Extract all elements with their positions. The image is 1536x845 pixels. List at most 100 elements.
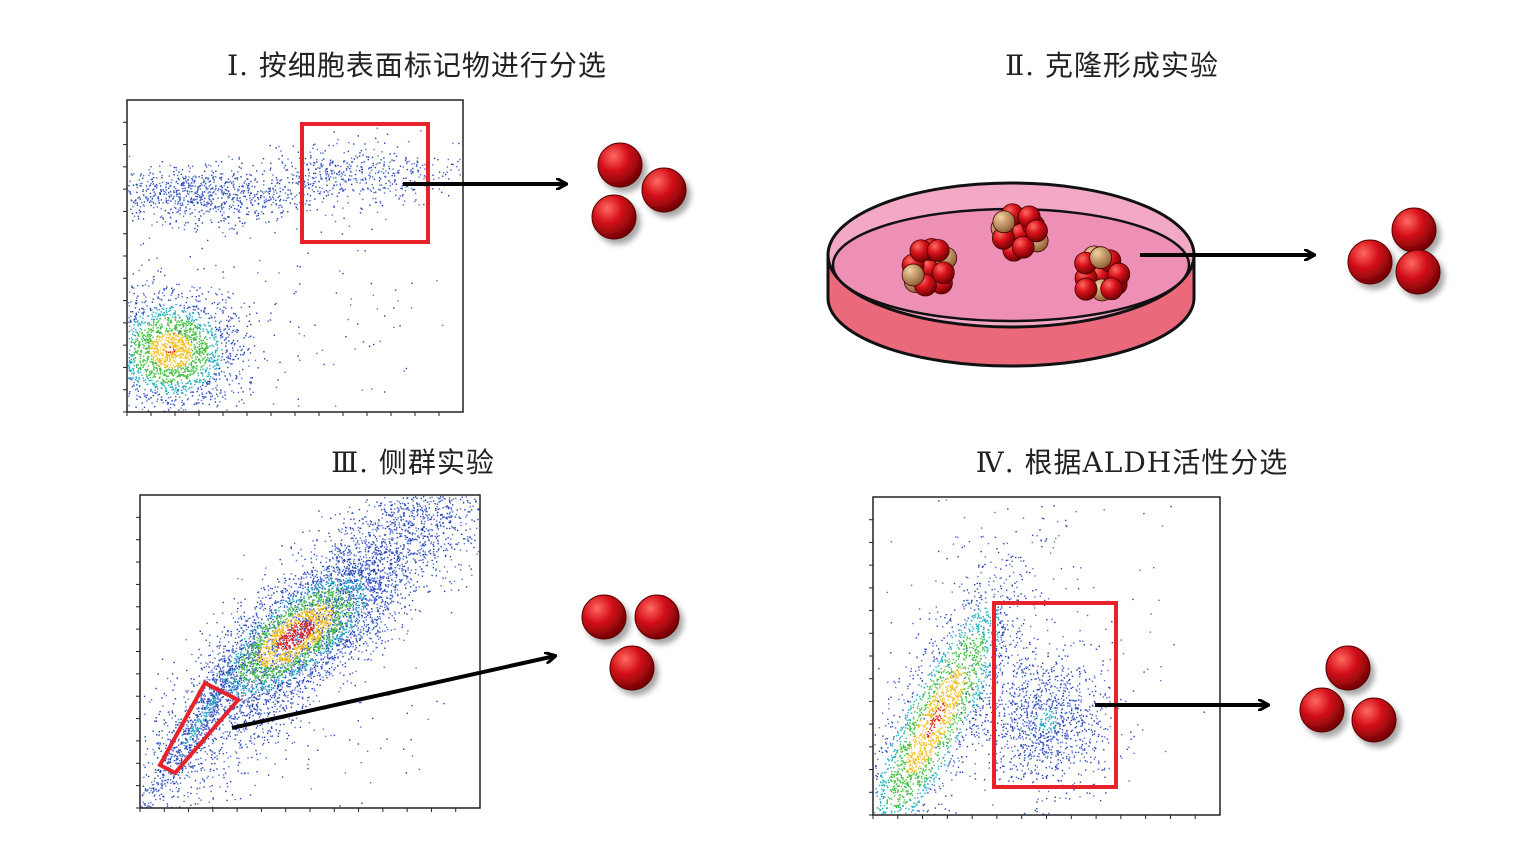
data-point bbox=[180, 184, 183, 187]
data-point bbox=[160, 363, 162, 366]
data-point bbox=[242, 360, 244, 363]
data-point bbox=[177, 374, 180, 377]
data-point bbox=[156, 398, 159, 400]
data-point bbox=[157, 313, 159, 315]
data-point bbox=[208, 191, 210, 193]
data-point bbox=[410, 170, 412, 173]
data-point bbox=[374, 577, 376, 579]
data-point bbox=[226, 189, 228, 191]
data-point bbox=[259, 259, 261, 262]
data-point bbox=[309, 162, 311, 164]
data-point bbox=[304, 186, 306, 188]
data-point bbox=[135, 314, 138, 316]
data-point bbox=[134, 348, 136, 350]
data-point bbox=[141, 335, 144, 337]
data-point bbox=[374, 618, 376, 621]
data-point bbox=[372, 596, 374, 598]
data-point bbox=[133, 352, 135, 354]
data-point bbox=[362, 154, 364, 156]
data-point bbox=[212, 198, 214, 200]
data-point bbox=[267, 641, 269, 643]
data-point bbox=[213, 373, 216, 375]
data-point bbox=[234, 738, 236, 740]
data-point bbox=[177, 363, 179, 365]
data-point bbox=[136, 388, 138, 390]
data-point bbox=[194, 209, 196, 211]
data-point bbox=[373, 178, 376, 181]
data-point bbox=[171, 337, 173, 339]
data-point bbox=[452, 142, 454, 145]
data-point bbox=[411, 515, 413, 517]
data-point bbox=[187, 186, 190, 189]
data-point bbox=[402, 497, 404, 499]
data-point bbox=[155, 323, 158, 325]
data-point bbox=[140, 351, 142, 353]
data-point bbox=[156, 197, 159, 199]
data-point bbox=[199, 380, 201, 382]
data-point bbox=[214, 355, 216, 357]
data-point bbox=[394, 589, 396, 591]
data-point bbox=[269, 187, 271, 189]
data-point bbox=[314, 544, 316, 546]
data-point bbox=[235, 374, 237, 377]
data-point bbox=[149, 184, 152, 186]
data-point bbox=[159, 331, 161, 333]
data-point bbox=[175, 399, 177, 401]
data-point bbox=[198, 350, 200, 352]
data-point bbox=[156, 357, 158, 359]
data-point bbox=[320, 152, 322, 154]
data-point bbox=[240, 206, 242, 208]
data-point bbox=[150, 390, 152, 392]
data-point bbox=[236, 196, 238, 199]
red-cell-icon bbox=[1391, 207, 1437, 253]
data-point bbox=[372, 591, 374, 594]
data-point bbox=[181, 353, 184, 355]
data-point bbox=[209, 368, 211, 370]
data-point bbox=[144, 395, 147, 397]
data-point bbox=[257, 191, 259, 193]
data-point bbox=[146, 357, 148, 359]
data-point bbox=[411, 512, 414, 514]
data-point bbox=[316, 643, 318, 645]
data-point bbox=[206, 347, 208, 349]
data-point bbox=[181, 296, 183, 298]
data-point bbox=[257, 736, 259, 738]
data-point bbox=[160, 271, 162, 273]
data-point bbox=[239, 373, 241, 375]
data-point bbox=[133, 287, 135, 289]
data-point bbox=[196, 793, 198, 795]
data-point bbox=[341, 172, 343, 174]
data-point bbox=[178, 350, 180, 352]
data-point bbox=[404, 159, 407, 161]
data-point bbox=[191, 202, 194, 204]
data-point bbox=[143, 301, 146, 304]
data-point bbox=[217, 358, 219, 360]
data-point bbox=[378, 170, 380, 172]
data-point bbox=[181, 204, 184, 206]
data-point bbox=[240, 354, 242, 356]
data-point bbox=[228, 357, 230, 359]
data-point bbox=[189, 354, 191, 356]
data-point bbox=[296, 171, 298, 173]
data-point bbox=[266, 200, 268, 202]
data-point bbox=[395, 189, 397, 191]
data-point bbox=[165, 387, 167, 390]
data-point bbox=[315, 176, 317, 179]
data-point bbox=[165, 197, 167, 200]
data-point bbox=[184, 409, 187, 411]
data-point bbox=[402, 204, 405, 206]
data-point bbox=[245, 335, 247, 337]
data-point bbox=[436, 506, 438, 508]
data-point bbox=[200, 196, 202, 198]
data-point bbox=[182, 336, 184, 338]
data-point bbox=[183, 351, 185, 353]
data-point bbox=[347, 150, 349, 153]
data-point bbox=[234, 224, 236, 227]
data-point bbox=[173, 379, 176, 381]
data-point bbox=[240, 176, 242, 178]
data-point bbox=[187, 397, 189, 400]
data-point bbox=[148, 324, 150, 326]
data-point bbox=[274, 303, 276, 306]
data-point bbox=[193, 685, 195, 687]
data-point bbox=[173, 174, 175, 176]
